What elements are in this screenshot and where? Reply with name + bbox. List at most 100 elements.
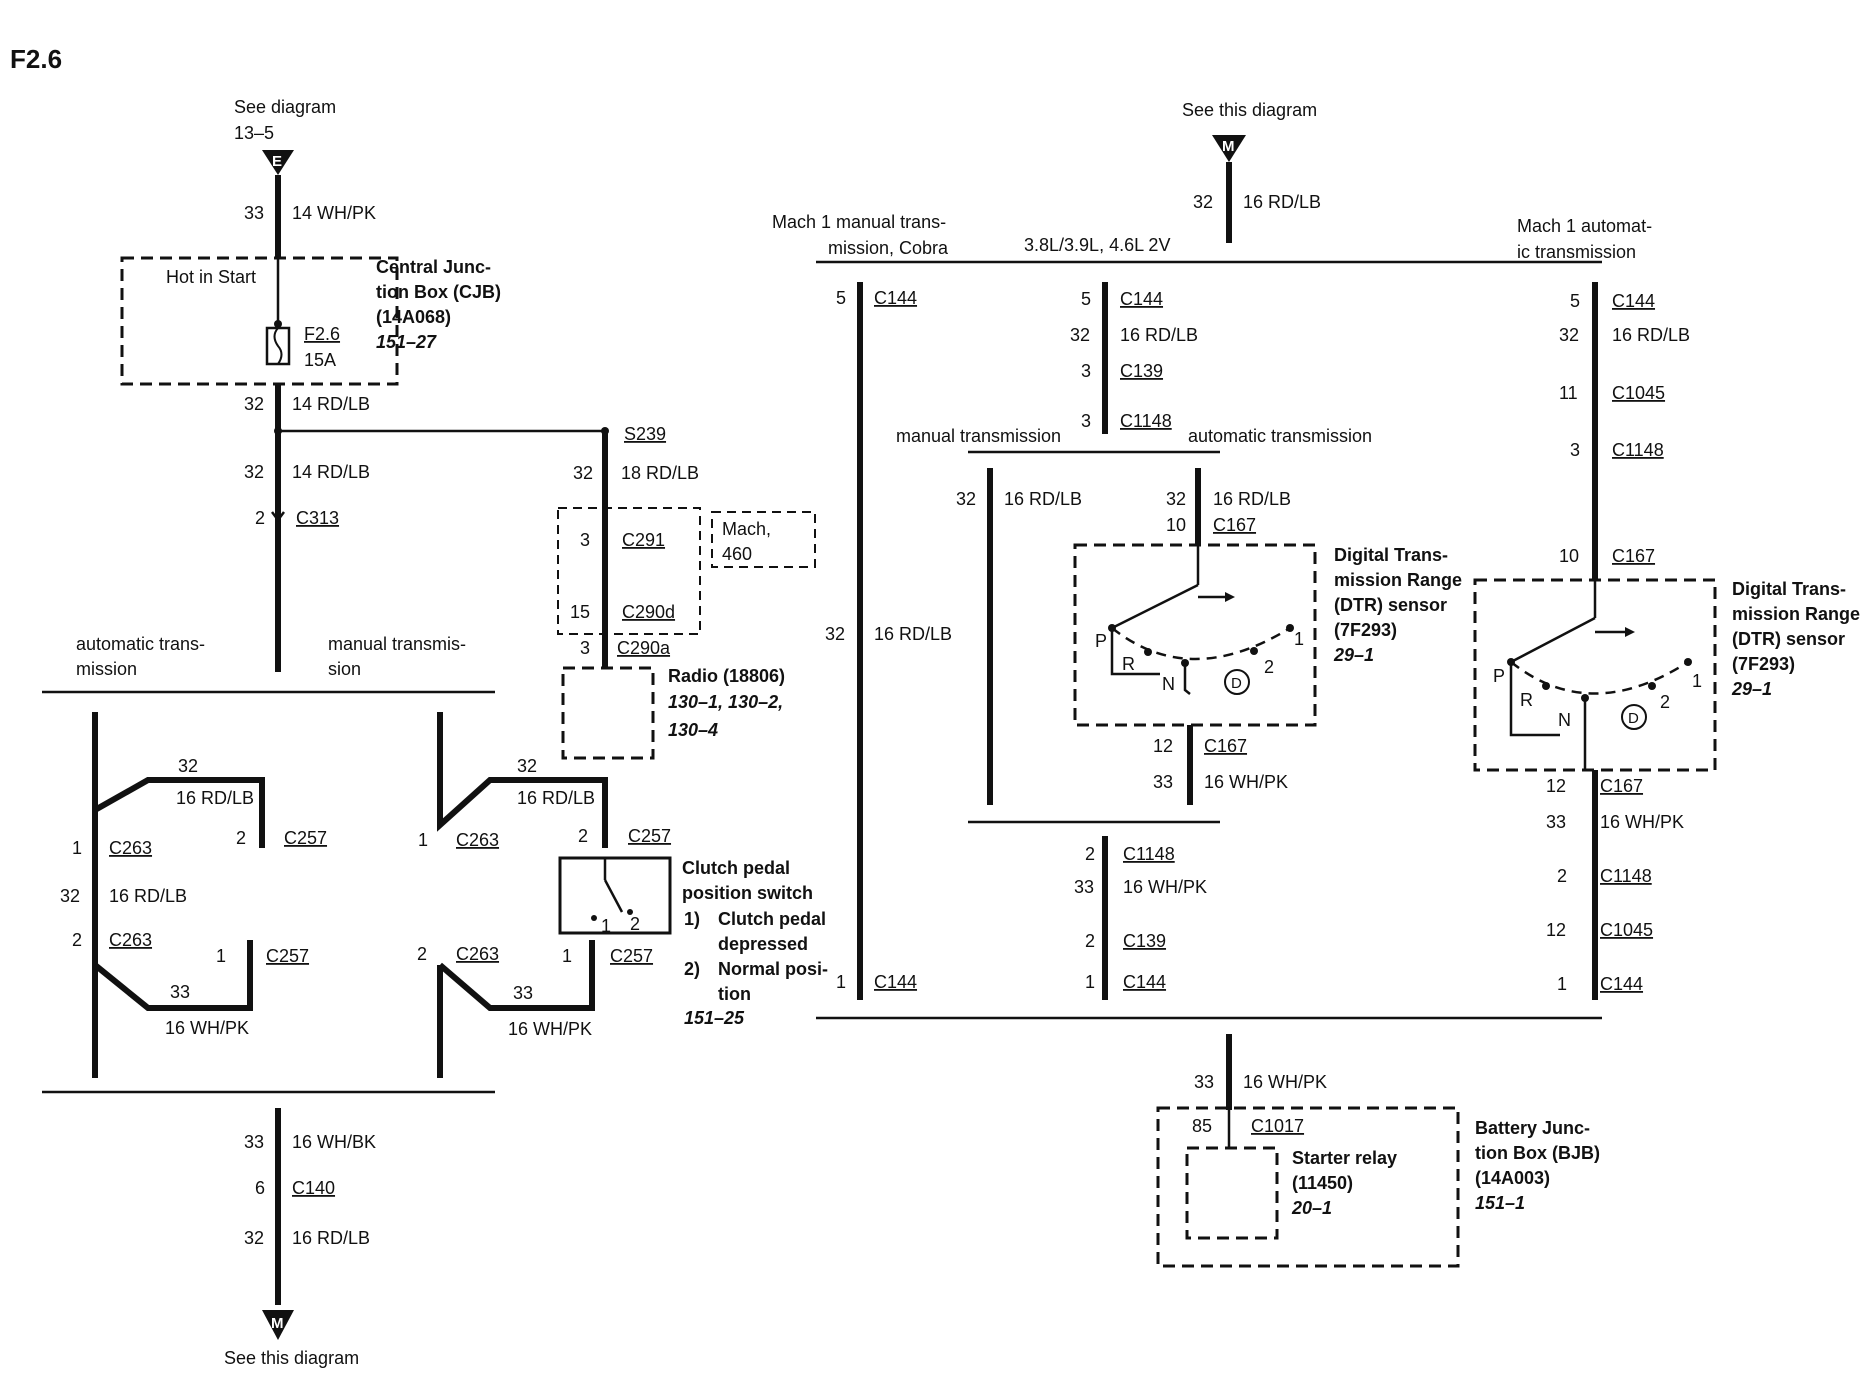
switch-note: depressed xyxy=(718,934,808,954)
pin-label: 3 xyxy=(580,638,590,658)
pin-label: 3 xyxy=(1570,440,1580,460)
pin-label: 32 xyxy=(60,886,80,906)
pin-label: 32 xyxy=(1166,489,1186,509)
bjb-name: (14A003) xyxy=(1475,1168,1550,1188)
dtr-p: P xyxy=(1493,666,1505,686)
connector-c1148: C1148 xyxy=(1120,411,1172,431)
wire-label: 16 WH/PK xyxy=(508,1019,592,1039)
pin-label: 33 xyxy=(1074,877,1094,897)
wire-label: 16 RD/LB xyxy=(292,1228,370,1248)
bjb-name: Battery Junc- xyxy=(1475,1118,1590,1138)
wire-label: 16 RD/LB xyxy=(874,624,952,644)
pin-label: 10 xyxy=(1166,515,1186,535)
pin-label: 32 xyxy=(244,462,264,482)
variant-label: automatic trans- xyxy=(76,634,205,654)
pin-label: 1 xyxy=(562,946,572,966)
pin-label: 12 xyxy=(1546,920,1566,940)
pin-label: 85 xyxy=(1192,1116,1212,1136)
variant-label: mission, Cobra xyxy=(828,238,949,258)
cjb-box xyxy=(120,256,399,386)
switch-name: position switch xyxy=(682,883,813,903)
pin-label: 5 xyxy=(1570,291,1580,311)
dtr-ref: 29–1 xyxy=(1731,679,1772,699)
connector-c144: C144 xyxy=(1600,974,1643,994)
pin-label: 3 xyxy=(1081,361,1091,381)
variant-label: manual transmission xyxy=(896,426,1061,446)
pin-label: 33 xyxy=(1194,1072,1214,1092)
dtr-arc xyxy=(1111,626,1291,661)
switch-ref: 151–25 xyxy=(684,1008,745,1028)
bjb-box xyxy=(1156,1106,1460,1268)
connector-e-flag: E xyxy=(262,150,294,175)
wire-label: 16 WH/PK xyxy=(1243,1072,1327,1092)
pin-label: 32 xyxy=(244,1228,264,1248)
dtr-name: mission Range xyxy=(1334,570,1462,590)
wire-label: 16 WH/PK xyxy=(165,1018,249,1038)
radio-name: Radio (18806) xyxy=(668,666,785,686)
svg-text:M: M xyxy=(1222,138,1235,155)
pin-label: 12 xyxy=(1153,736,1173,756)
wire-label: 14 RD/LB xyxy=(292,462,370,482)
switch-note: tion xyxy=(718,984,751,1004)
connector-c167: C167 xyxy=(1612,546,1655,566)
connector-mark xyxy=(271,511,285,523)
connector-c144: C144 xyxy=(1612,291,1655,311)
connector-c144: C144 xyxy=(1123,972,1166,992)
wire-label: 16 WH/PK xyxy=(1204,772,1288,792)
auto-bypass-wire-top xyxy=(92,712,265,848)
dtr-ref: 29–1 xyxy=(1333,645,1374,665)
wire-label: 18 RD/LB xyxy=(621,463,699,483)
wire-label: 16 WH/PK xyxy=(1600,812,1684,832)
dtr-arc xyxy=(1510,660,1689,695)
dtr-2: 2 xyxy=(1264,657,1274,677)
connector-c290d: C290d xyxy=(622,602,675,622)
pin-label: 33 xyxy=(244,1132,264,1152)
pin-label: 2 xyxy=(255,508,265,528)
connector-m-flag: M xyxy=(262,1310,294,1340)
mach-label: Mach, xyxy=(722,519,771,539)
dtr-n: N xyxy=(1162,674,1175,694)
see-this-diagram-top: See this diagram xyxy=(1182,100,1317,120)
pin-label: 32 xyxy=(573,463,593,483)
pin-label: 1 xyxy=(72,838,82,858)
radio-box xyxy=(561,666,655,760)
wire-label: 16 RD/LB xyxy=(1612,325,1690,345)
pin-label: 1 xyxy=(836,972,846,992)
connector-c1045: C1045 xyxy=(1612,383,1665,403)
page-title: F2.6 xyxy=(10,44,62,74)
wire-label: 16 RD/LB xyxy=(1213,489,1291,509)
manual-wire-bottom xyxy=(438,940,595,1011)
connector-c313: C313 xyxy=(296,508,339,528)
svg-text:M: M xyxy=(271,1315,284,1332)
pin-label: 3 xyxy=(580,530,590,550)
connector-c1148: C1148 xyxy=(1123,844,1175,864)
pin-label: 32 xyxy=(1559,325,1579,345)
variant-label: automatic transmission xyxy=(1188,426,1372,446)
pin-label: 1 xyxy=(1085,972,1095,992)
switch-name: Clutch pedal xyxy=(682,858,790,878)
pin-label: 2 xyxy=(72,930,82,950)
pin-label: 32 xyxy=(517,756,537,776)
pin-label: 33 xyxy=(170,982,190,1002)
wire-label: 16 RD/LB xyxy=(176,788,254,808)
connector-c1148: C1148 xyxy=(1612,440,1664,460)
cjb-name-1: Central Junc- xyxy=(376,257,491,277)
pin-label: 1 xyxy=(418,830,428,850)
dtr-box-b xyxy=(1073,543,1317,727)
splice-s239: S239 xyxy=(624,424,666,444)
pin-label: 5 xyxy=(836,288,846,308)
mach-note-box xyxy=(711,511,816,568)
wire-label: 16 RD/LB xyxy=(1004,489,1082,509)
switch-note: 1) xyxy=(684,909,700,929)
see-this-diagram-bottom: See this diagram xyxy=(224,1348,359,1368)
connector-c140: C140 xyxy=(292,1178,335,1198)
connector-m-flag-top: M xyxy=(1212,135,1246,162)
wire-label: 16 RD/LB xyxy=(1243,192,1321,212)
connector-c144: C144 xyxy=(874,972,917,992)
relay-name: (11450) xyxy=(1292,1173,1353,1193)
variant-label: ic transmission xyxy=(1517,242,1636,262)
connector-c263: C263 xyxy=(109,930,152,950)
wire-label: 16 WH/PK xyxy=(1123,877,1207,897)
connector-c290a: C290a xyxy=(617,638,671,658)
